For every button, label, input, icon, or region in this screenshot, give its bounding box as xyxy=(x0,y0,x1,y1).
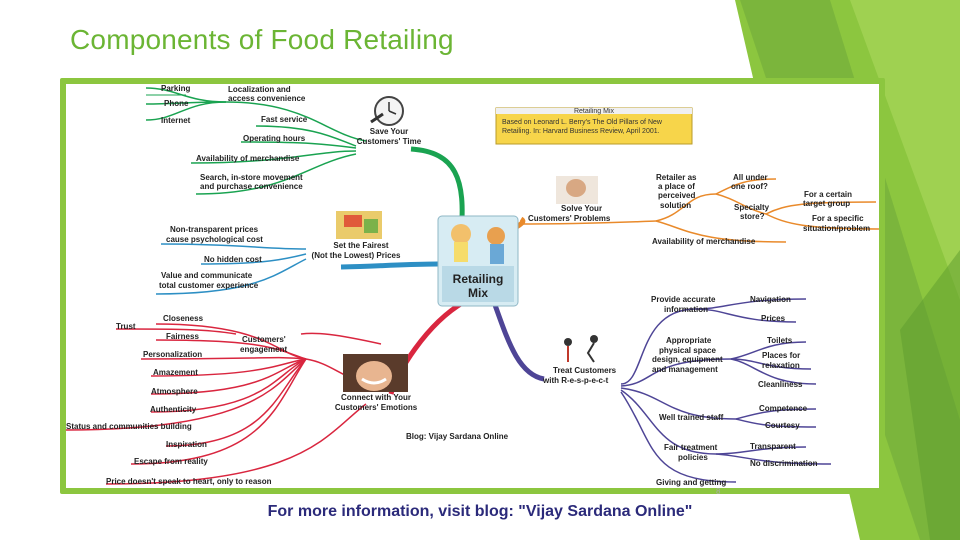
space-label-1: Appropriate xyxy=(666,336,712,345)
vendor-figure-icon xyxy=(487,227,505,245)
availability-label: Availability of merchandise xyxy=(196,154,300,163)
situation-label-2: situation/problem xyxy=(803,224,870,233)
legend-title: Retailing Mix xyxy=(574,108,615,115)
emotions-title-1: Connect with Your xyxy=(341,393,411,402)
retailer-label-4: solution xyxy=(660,201,691,210)
blog-label: Blog: Vijay Sardana Online xyxy=(406,432,509,441)
shopper-figure-icon xyxy=(451,224,471,244)
nontransparent-label-2: cause psychological cost xyxy=(166,235,263,244)
legend-line2: Retailing. In: Harvard Business Review, … xyxy=(502,128,660,135)
relax-label-1: Places for xyxy=(762,351,800,360)
problems-title-1: Solve Your xyxy=(561,204,602,213)
save-time-title-2: Customers' Time xyxy=(357,137,422,146)
save-time-title-1: Save Your xyxy=(370,127,408,136)
space-label-2: physical space xyxy=(659,346,716,355)
relax-label-2: relaxation xyxy=(762,361,800,370)
respect-title-1: Treat Customers xyxy=(553,366,617,375)
footer-note: For more information, visit blog: "Vijay… xyxy=(0,503,960,521)
localization-label-1: Localization and xyxy=(228,85,291,94)
branch-fair-prices xyxy=(340,261,439,270)
no-discrimination-label: No discrimination xyxy=(750,459,818,468)
problems-availability-label: Availability of merchandise xyxy=(652,237,756,246)
respect-title-2: with R-e-s-p-e-c-t xyxy=(542,376,609,385)
staff-label: Well trained staff xyxy=(659,413,724,422)
courtesy-label: Courtesy xyxy=(765,421,800,430)
info-label-2: information xyxy=(664,305,708,314)
fast-service-label: Fast service xyxy=(261,115,308,124)
value-label-1: Value and communicate xyxy=(161,271,253,280)
personalization-label: Personalization xyxy=(143,350,202,359)
retailer-label-3: perceived xyxy=(658,191,695,200)
inspiration-label: Inspiration xyxy=(166,440,207,449)
center-label-line1: Retailing xyxy=(453,272,504,286)
phone-label: Phone xyxy=(164,99,189,108)
target-label-2: target group xyxy=(803,199,850,208)
problems-lines xyxy=(515,178,879,243)
problems-title-2: Customers' Problems xyxy=(528,214,611,223)
target-label-1: For a certain xyxy=(804,190,852,199)
cleanliness-label: Cleanliness xyxy=(758,380,803,389)
fair-treatment-label-1: Fair treatment xyxy=(664,443,718,452)
clock-icon xyxy=(370,96,404,126)
info-label-1: Provide accurate xyxy=(651,295,716,304)
amazement-label: Amazement xyxy=(153,368,198,377)
localization-label-2: access convenience xyxy=(228,94,306,103)
legend-line1: Based on Leonard L. Berry's The Old Pill… xyxy=(502,119,663,126)
nontransparent-label-1: Non-transparent prices xyxy=(170,225,259,234)
retailer-label-1: Retailer as xyxy=(656,173,697,182)
bowing-figures-icon xyxy=(564,335,598,363)
center-label-line2: Mix xyxy=(468,286,488,300)
engagement-label-1: Customers' xyxy=(242,335,286,344)
prices-label: Prices xyxy=(761,314,786,323)
search-label-1: Search, in-store movement xyxy=(200,173,303,182)
price-heart-label: Price doesn't speak to heart, only to re… xyxy=(106,477,272,486)
giving-label: Giving and getting xyxy=(656,478,726,487)
fair-prices-lines xyxy=(155,243,307,295)
retailing-mix-legend: Retailing Mix Based on Leonard L. Berry'… xyxy=(495,107,693,145)
internet-label: Internet xyxy=(161,116,191,125)
price-tags-image xyxy=(336,211,382,239)
woman-smiling-photo xyxy=(343,354,408,392)
respect-lines xyxy=(620,298,832,483)
competence-label: Competence xyxy=(759,404,808,413)
space-label-3: design, equipment xyxy=(652,355,723,364)
space-label-4: and management xyxy=(652,365,718,374)
escape-label: Escape from reality xyxy=(134,457,208,466)
value-label-2: total customer experience xyxy=(159,281,259,290)
problem-solving-photo xyxy=(556,176,598,204)
branch-respect xyxy=(488,293,545,382)
emotions-title-2: Customers' Emotions xyxy=(335,403,418,412)
fair-treatment-label-2: policies xyxy=(678,453,708,462)
authenticity-label: Authenticity xyxy=(150,405,197,414)
specialty-label-1: Specialty xyxy=(734,203,770,212)
toilets-label: Toilets xyxy=(767,336,793,345)
footer-text: For more information, visit blog: "Vijay… xyxy=(267,503,693,520)
fair-prices-title-1: Set the Fairest xyxy=(333,241,388,250)
engagement-label-2: engagement xyxy=(240,345,287,354)
all-under-label-1: All under xyxy=(733,173,768,182)
emotions-lines xyxy=(66,323,382,485)
operating-hours-label: Operating hours xyxy=(243,134,306,143)
center-node: Retailing Mix xyxy=(437,215,519,307)
retailer-label-2: a place of xyxy=(658,182,695,191)
slide-number: 8 xyxy=(716,487,721,496)
slide-title: Components of Food Retailing xyxy=(70,24,454,55)
transparent-label: Transparent xyxy=(750,442,796,451)
navigation-label: Navigation xyxy=(750,295,791,304)
parking-label: Parking xyxy=(161,84,190,93)
fairness-label: Fairness xyxy=(166,332,199,341)
all-under-label-2: one roof? xyxy=(731,182,768,191)
specialty-label-2: store? xyxy=(740,212,765,221)
no-hidden-cost-label: No hidden cost xyxy=(204,255,262,264)
fair-prices-title-2: (Not the Lowest) Prices xyxy=(312,251,401,260)
atmosphere-label: Atmosphere xyxy=(151,387,198,396)
mindmap-image: Retailing Mix Retailing Mix Based on Leo… xyxy=(66,84,879,488)
mindmap-svg: Retailing Mix Retailing Mix Based on Leo… xyxy=(66,84,879,487)
situation-label-1: For a specific xyxy=(812,214,864,223)
trust-label: Trust xyxy=(116,322,136,331)
status-label: Status and communities building xyxy=(66,422,192,431)
closeness-label: Closeness xyxy=(163,314,204,323)
search-label-2: and purchase convenience xyxy=(200,182,303,191)
